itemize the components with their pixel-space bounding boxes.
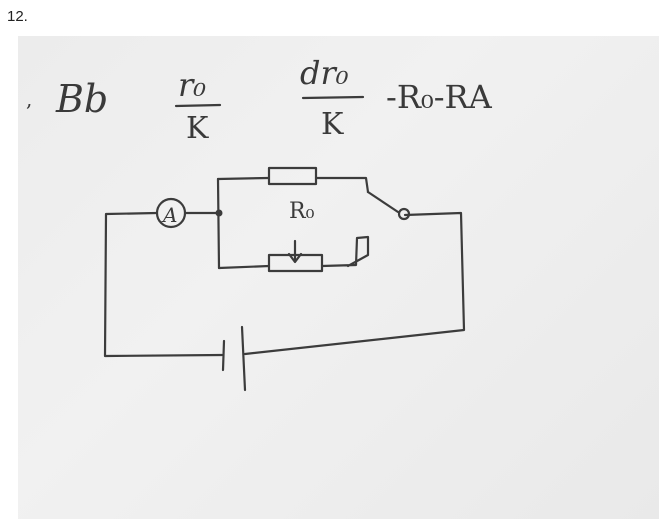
fraction2-bar	[301, 95, 365, 100]
fraction1-numerator: r₀	[178, 66, 206, 104]
handwritten-photo: , Bb r₀ K dr₀ K -R₀-RA A R₀	[18, 36, 659, 519]
circuit-drawing: , Bb r₀ K dr₀ K -R₀-RA A R₀	[26, 54, 493, 392]
fraction1-bar	[174, 103, 222, 108]
wire-top-right	[314, 176, 370, 194]
wire-top-left	[216, 176, 270, 181]
wire-bottom-right	[320, 235, 370, 268]
fraction1-denominator: K	[186, 111, 209, 146]
switch-contact	[397, 207, 411, 221]
resistor-top	[267, 166, 318, 186]
wire-left	[103, 211, 224, 358]
switch-blade	[366, 190, 400, 214]
answer-letters: Bb	[55, 77, 108, 121]
battery-long-plate	[240, 325, 247, 392]
resistor-label: R₀	[289, 199, 315, 224]
stray-dot: ,	[26, 87, 32, 111]
ammeter-label: A	[161, 203, 177, 227]
fraction2-denominator: K	[321, 107, 344, 142]
battery-short-plate	[221, 339, 226, 372]
wire-right	[243, 211, 466, 356]
wire-branch-left	[216, 177, 221, 270]
fraction2-numerator: dr₀	[300, 54, 349, 92]
wire-bottom-left	[217, 264, 271, 270]
question-number: 12.	[7, 8, 28, 25]
tail-expression: -R₀-RA	[386, 78, 493, 116]
rheostat-arrow-icon	[287, 252, 303, 264]
